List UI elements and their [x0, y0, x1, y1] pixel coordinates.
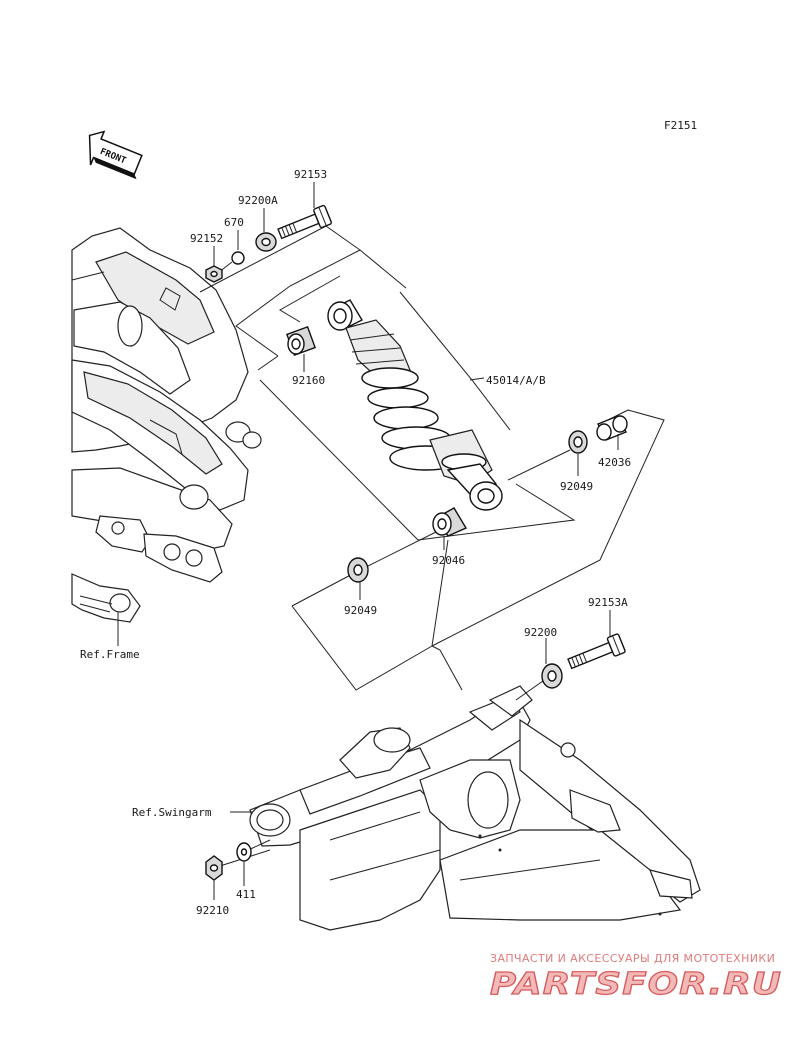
watermark-brand: PARTSFOR.RU: [490, 967, 782, 1002]
bolt-92153A: [567, 633, 626, 670]
seal-92049-left: [347, 557, 369, 583]
label-92200: 92200: [524, 626, 557, 639]
bolt-92153: [277, 204, 332, 240]
washer-92200A: [255, 232, 277, 252]
front-arrow-icon: FRONT: [88, 130, 143, 180]
label-42036: 42036: [598, 456, 631, 469]
label-45014: 45014/A/B: [486, 374, 546, 387]
ring-670: [231, 251, 245, 265]
swingarm-drawing: [230, 685, 701, 931]
ref-frame-label: Ref.Frame: [80, 648, 140, 661]
label-670: 670: [224, 216, 244, 229]
label-92152: 92152: [190, 232, 223, 245]
nut-92152: [205, 265, 223, 283]
label-92046: 92046: [432, 554, 465, 567]
label-411: 411: [236, 888, 256, 901]
seal-92049-right: [568, 430, 588, 454]
nut-92210: [205, 855, 223, 881]
collar-42036: [596, 415, 628, 441]
label-92200A: 92200A: [238, 194, 278, 207]
label-92153A: 92153A: [588, 596, 628, 609]
label-92153: 92153: [294, 168, 327, 181]
assembly-outline: [199, 225, 665, 867]
washer-411: [236, 842, 252, 862]
ref-swingarm-label: Ref.Swingarm: [132, 806, 212, 819]
shock-absorber-45014: [327, 299, 503, 511]
watermark-caption: ЗАПЧАСТИ И АКСЕССУАРЫ ДЛЯ МОТОТЕХНИКИ: [490, 952, 775, 965]
label-92049-right: 92049: [560, 480, 593, 493]
bearing-92046: [432, 507, 468, 537]
label-92160: 92160: [292, 374, 325, 387]
label-92049-left: 92049: [344, 604, 377, 617]
washer-92200: [541, 663, 563, 689]
frame-drawing: [71, 227, 262, 646]
bushing-92160: [286, 326, 316, 356]
label-92210: 92210: [196, 904, 229, 917]
figure-code: F2151: [664, 119, 697, 132]
